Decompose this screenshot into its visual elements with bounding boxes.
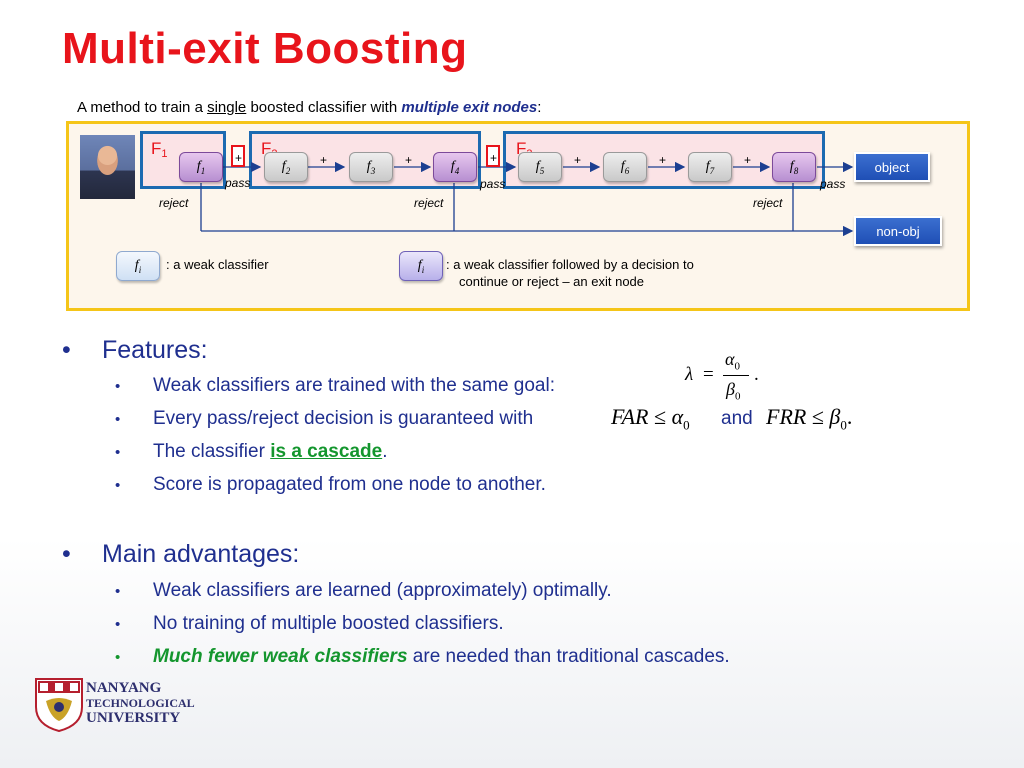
node-f6: f6: [603, 152, 647, 182]
node-f1: f1: [179, 152, 223, 182]
features-heading: •Features:: [62, 336, 208, 364]
ntu-logo-text: NANYANG TECHNOLOGICAL UNIVERSITY: [86, 681, 195, 726]
fraction-bar: [723, 375, 749, 376]
legend-exit-text: : a weak classifier followed by a decisi…: [446, 257, 694, 289]
pass-label: pass: [820, 177, 846, 191]
ntu-crest-icon: [35, 678, 83, 733]
plus-sign: +: [659, 153, 667, 167]
advantage-item-1: •Weak classifiers are learned (approxima…: [115, 580, 612, 601]
plus-sign: +: [405, 153, 413, 167]
feature-item-4: •Score is propagated from one node to an…: [115, 474, 546, 495]
face-image: [80, 135, 135, 199]
pass-label: pass: [480, 177, 506, 191]
period: .: [754, 364, 759, 385]
plus-sign: +: [490, 151, 498, 165]
node-f5: f5: [518, 152, 562, 182]
logo-line-3: UNIVERSITY: [86, 710, 181, 726]
plus-sign: +: [574, 153, 582, 167]
feature-item-2-and: and: [721, 408, 753, 429]
frr-inequality: FRR ≤ β0.: [766, 404, 853, 433]
beta0-denominator: β0: [726, 379, 741, 403]
object-output: object: [854, 152, 930, 182]
plus-sign: +: [744, 153, 752, 167]
diagram-arrows: [200, 161, 854, 237]
slide-subtitle: A method to train a single boosted class…: [77, 99, 541, 116]
node-f2: f2: [264, 152, 308, 182]
decision-marker-1: [231, 145, 245, 167]
legend-weak-text: : a weak classifier: [166, 257, 269, 272]
nonobj-output: non-obj: [854, 216, 942, 246]
subtitle-underlined: single: [207, 99, 247, 116]
cascade-link[interactable]: is a cascade: [270, 441, 383, 462]
subtitle-post: :: [537, 99, 542, 116]
legend-weak-node: fi: [116, 251, 160, 281]
feature-item-2: •Every pass/reject decision is guarantee…: [115, 408, 534, 429]
decision-marker-2: [486, 145, 500, 167]
reject-label: reject: [159, 196, 189, 210]
advantages-heading: •Main advantages:: [62, 540, 300, 568]
advantage-item-2: •No training of multiple boosted classif…: [115, 613, 504, 634]
lambda-symbol: λ: [685, 364, 694, 385]
node-f4: f4: [433, 152, 477, 182]
node-f3: f3: [349, 152, 393, 182]
plus-sign: +: [320, 153, 328, 167]
node-f8: f8: [772, 152, 816, 182]
alpha0-numerator: α0: [725, 349, 740, 373]
advantage-item-3: •Much fewer weak classifiers are needed …: [115, 646, 730, 667]
pass-label: pass: [225, 176, 251, 190]
logo-line-1: NANYANG: [86, 680, 162, 696]
reject-label: reject: [753, 196, 783, 210]
logo-line-2: TECHNOLOGICAL: [86, 696, 195, 710]
plus-sign: +: [235, 151, 243, 165]
feature-item-3: •The classifier is a cascade.: [115, 441, 388, 462]
feature-item-1: •Weak classifiers are trained with the s…: [115, 375, 555, 396]
subtitle-pre: A method to train a: [77, 99, 208, 116]
slide-title: Multi-exit Boosting: [62, 24, 468, 73]
equals-sign: =: [703, 364, 714, 385]
subtitle-emphasis: multiple exit nodes: [401, 99, 538, 116]
subtitle-mid: boosted classifier with: [246, 99, 402, 116]
far-inequality: FAR ≤ α0: [611, 404, 690, 433]
node-f7: f7: [688, 152, 732, 182]
reject-label: reject: [414, 196, 444, 210]
legend-exit-node: fi: [399, 251, 443, 281]
group-label-f1: F1: [151, 139, 168, 160]
